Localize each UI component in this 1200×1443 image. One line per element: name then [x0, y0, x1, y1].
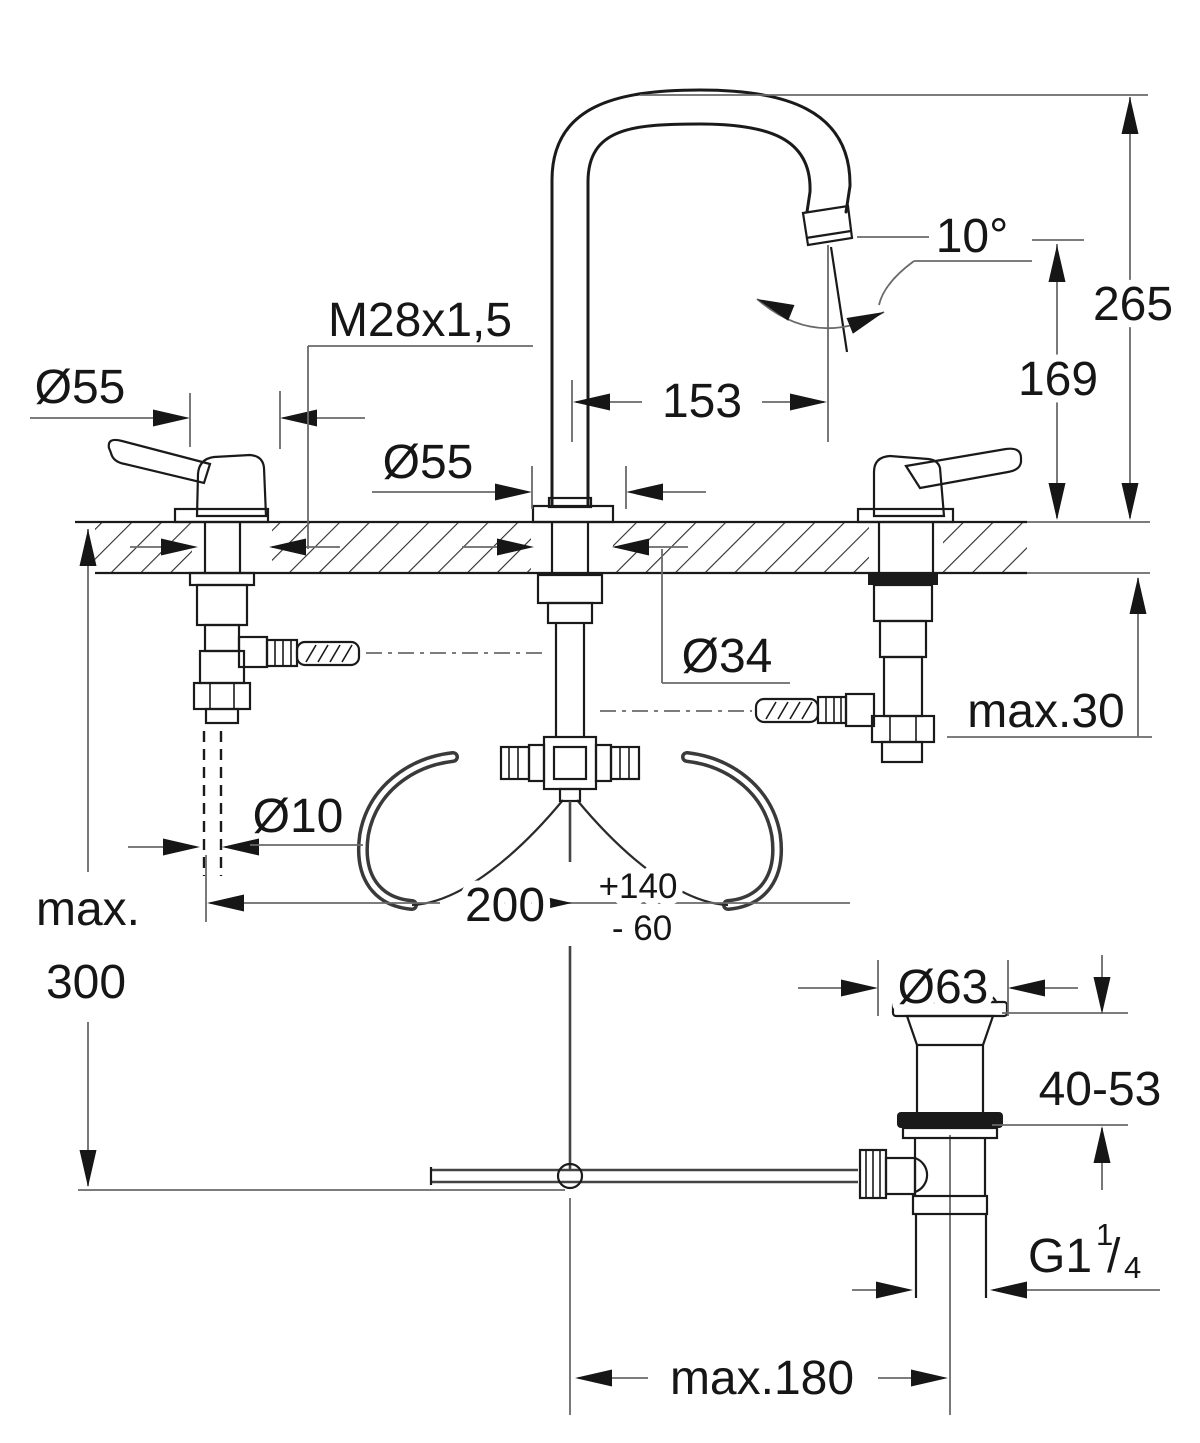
- aerator-line: [805, 229, 852, 240]
- drain-clevis-arc: [914, 1156, 929, 1194]
- dim-clamp-range-label: 40-53: [1039, 1063, 1162, 1116]
- drain-plug-dome: [902, 988, 998, 1004]
- hose-braid-left-core: [360, 754, 456, 908]
- dim-spout-reach-label: 153: [662, 375, 742, 428]
- dim-waste-thread-sup: 1: [1096, 1217, 1113, 1252]
- dim-hole-spacing-plus: +140: [599, 867, 678, 906]
- dim-thread-shank: M28x1,5: [307, 294, 533, 549]
- tee-fitting: [542, 735, 598, 791]
- dim-hole-spacing-label: 200: [465, 879, 545, 932]
- aerator: [801, 204, 854, 247]
- dim-lever-reach: max.180: [569, 1198, 948, 1415]
- dim-hole-spacing: 200 +140 - 60: [205, 855, 850, 955]
- spout-inner-contour: [586, 122, 812, 508]
- drain-knurl-nut: [858, 1148, 888, 1200]
- dim-height-outlet: 169: [1011, 239, 1105, 520]
- dim-deck-thickness: max.30: [947, 577, 1152, 738]
- dim-pull-rod-label: Ø10: [253, 790, 344, 843]
- valve-right-nut: [870, 714, 936, 744]
- drain-gasket: [897, 1112, 1003, 1128]
- drain-neck: [905, 1014, 995, 1047]
- valve-left-tail: [204, 707, 240, 725]
- handle-right-lever: [904, 447, 1023, 490]
- valve-right-port: [844, 692, 876, 728]
- dim-waste-flange: Ø63: [798, 954, 1078, 1021]
- dim-deck-hole-label: Ø34: [682, 630, 773, 683]
- valve-right-hose-stub: [754, 697, 820, 724]
- dim-waste-thread: G1 1 / 4: [852, 1217, 1160, 1299]
- dim-hole-left-arrows: [130, 538, 340, 556]
- valve-left-nut: [192, 681, 252, 711]
- handle-right-body: [872, 454, 946, 518]
- dim-waste-thread-slash: /: [1107, 1230, 1121, 1283]
- hose-braid-left: [357, 751, 459, 911]
- shanks: [203, 523, 935, 573]
- dim-lever-reach-label: max.180: [670, 1352, 854, 1405]
- dim-height-total-label: 265: [1093, 278, 1173, 331]
- handle-left: [107, 438, 270, 524]
- dim-swivel-angle: 10°: [857, 210, 1032, 306]
- tee-nut-right: [609, 745, 641, 781]
- dim-spout-reach: 153: [571, 245, 829, 442]
- countertop: [75, 520, 1150, 575]
- spout-outer-contour: [550, 88, 852, 508]
- valve-left-hose-stub: [295, 640, 361, 667]
- handle-right-escutcheon: [856, 507, 955, 524]
- deck-hole-center: [531, 522, 613, 573]
- dim-height-outlet-label: 169: [1018, 353, 1098, 406]
- center-mounting-nut: [536, 573, 604, 605]
- dim-rod-length: max. 300: [36, 529, 565, 1191]
- dim-deck-thickness-label: max.30: [967, 685, 1124, 738]
- hose-braid-right-core: [684, 754, 780, 908]
- valve-left: [188, 571, 361, 876]
- rod-ball-joint: [556, 1162, 584, 1190]
- handle-left-escutcheon: [173, 507, 270, 524]
- valve-right-hose-nut: [816, 695, 848, 725]
- valve-right: [754, 573, 938, 764]
- handle-left-lever: [107, 438, 212, 485]
- dim-hole-spacing-minus: - 60: [612, 909, 672, 948]
- drain-underflange: [901, 1126, 999, 1140]
- drain-clevis-block: [884, 1156, 917, 1196]
- tee-nut-left: [499, 745, 531, 781]
- swivel-arrow-left: [753, 291, 795, 321]
- dim-waste-flange-label: Ø63: [898, 961, 989, 1014]
- handle-right: [856, 447, 1023, 524]
- swivel-arrow-right: [846, 304, 888, 334]
- dim-escutcheon-left-label: Ø55: [35, 361, 126, 414]
- hose-braid-right: [681, 751, 783, 911]
- tee-tail: [558, 787, 582, 803]
- spout-escutcheon: [531, 504, 615, 524]
- dim-clamp-range: 40-53: [992, 955, 1168, 1190]
- dim-escutcheon-left: Ø55: [30, 361, 365, 449]
- deck-hole-right: [869, 522, 943, 573]
- center-column: [499, 573, 641, 1170]
- drain-assembly: [429, 988, 1009, 1415]
- dim-escutcheon-center: Ø55: [372, 436, 706, 509]
- dim-rod-length-word: max.: [36, 883, 140, 936]
- dim-waste-thread-main: G1: [1028, 1230, 1092, 1283]
- water-stream: [829, 246, 849, 353]
- dim-rod-length-value: 300: [46, 956, 126, 1009]
- valve-right-tail: [880, 740, 924, 764]
- dim-deck-hole: Ø34: [462, 538, 790, 684]
- dim-pull-rod: Ø10: [128, 790, 363, 856]
- dim-thread-label: M28x1,5: [328, 294, 512, 347]
- dim-waste-thread-sub: 4: [1124, 1250, 1141, 1285]
- drain-lower-ring: [911, 1194, 989, 1216]
- handle-left-body: [195, 453, 268, 518]
- valve-right-backnut: [868, 573, 938, 585]
- spout: [531, 88, 888, 524]
- dim-height-total: 265: [640, 94, 1180, 520]
- dim-swivel-angle-label: 10°: [936, 210, 1009, 263]
- valve-left-hose-nut: [265, 638, 299, 668]
- dim-escutcheon-center-label: Ø55: [383, 436, 474, 489]
